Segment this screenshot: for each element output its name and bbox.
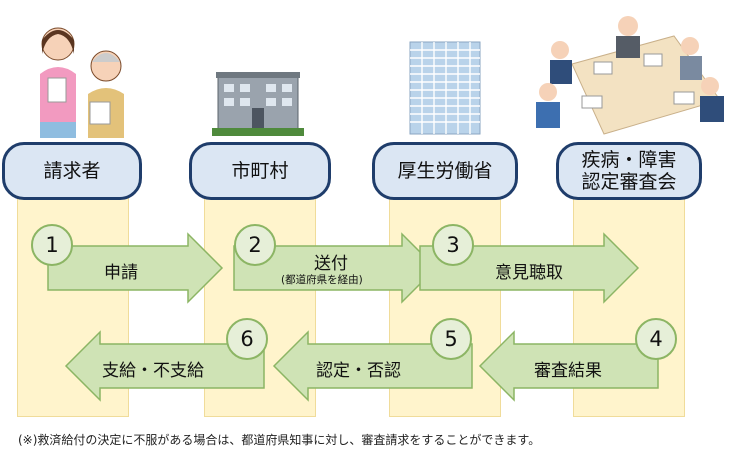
actor-committee: 疾病・障害 認定審査会 bbox=[556, 142, 702, 200]
arrow-step-2 bbox=[233, 232, 438, 304]
actor-municipality: 市町村 bbox=[189, 142, 331, 200]
step-circle-4: 4 bbox=[635, 318, 677, 360]
arrow-step-5 bbox=[272, 330, 473, 402]
arrow-label-6: 支給・不支給 bbox=[102, 361, 204, 381]
arrow-label-1: 申請 bbox=[104, 263, 138, 283]
arrow-sublabel-2: (都道府県を経由) bbox=[281, 274, 363, 286]
step-circle-1: 1 bbox=[31, 224, 73, 266]
arrow-step-4 bbox=[478, 330, 659, 402]
step-circle-5: 5 bbox=[430, 318, 472, 360]
actor-ministry: 厚生労働省 bbox=[372, 142, 518, 200]
step-circle-3: 3 bbox=[432, 224, 474, 266]
arrow-label-5: 認定・否認 bbox=[316, 361, 401, 381]
people-icon bbox=[18, 14, 138, 144]
ministry-building-icon bbox=[408, 40, 482, 140]
actor-requester: 請求者 bbox=[2, 142, 142, 200]
arrow-label-2: 送付 bbox=[314, 254, 348, 274]
arrow-step-6 bbox=[64, 330, 265, 402]
arrow-label-4: 審査結果 bbox=[534, 361, 602, 381]
arrow-step-1 bbox=[47, 232, 224, 304]
step-circle-6: 6 bbox=[226, 318, 268, 360]
footnote: (※)救済給付の決定に不服がある場合は、都道府県知事に対し、審査請求をすることが… bbox=[18, 433, 541, 447]
city-hall-building-icon bbox=[212, 70, 304, 140]
arrow-label-3: 意見聴取 bbox=[495, 263, 563, 283]
step-circle-2: 2 bbox=[234, 224, 276, 266]
arrow-step-3 bbox=[419, 232, 640, 304]
committee-meeting-icon bbox=[524, 8, 734, 144]
